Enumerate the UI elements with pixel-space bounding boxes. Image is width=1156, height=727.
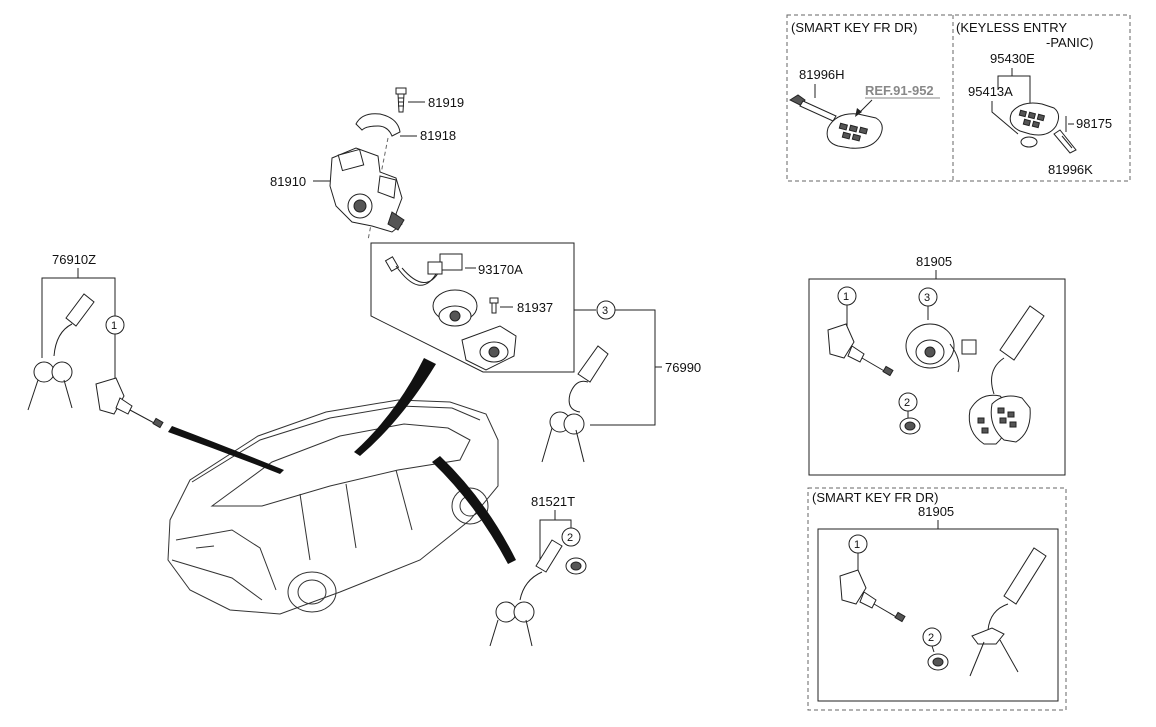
mechanical-key-smart-icon	[969, 547, 1047, 677]
keyless-entry-title-1: (KEYLESS ENTRY	[956, 20, 1067, 35]
marker-2-door-text: 2	[567, 532, 573, 544]
marker-2-set-text: 2	[904, 397, 910, 409]
screw-icon	[489, 297, 499, 314]
marker-3-set-text: 3	[924, 292, 930, 304]
callout-93170a: 93170A	[478, 262, 523, 277]
marker-1-left-text: 1	[111, 320, 117, 332]
callout-81937: 81937	[517, 300, 553, 315]
key-set-76990-icon	[541, 345, 609, 463]
door-key-group: 81521T 2	[489, 494, 587, 647]
pointer-arrow-door	[432, 456, 516, 564]
key-assy-left: 76910Z 1	[27, 252, 164, 429]
bracket-76910z	[41, 277, 116, 358]
callout-95430e: 95430E	[990, 51, 1035, 66]
lock-set-smart-dashed-frame	[807, 487, 1067, 711]
emergency-key-h-icon	[788, 94, 837, 122]
key-set-left-icon	[27, 293, 95, 411]
smart-fob-icon	[826, 113, 883, 149]
immobilizer-frame	[370, 242, 575, 373]
keyless-entry-title-2: -PANIC)	[1046, 35, 1093, 50]
pointer-arrow-ignition	[354, 358, 436, 456]
leader-95413a	[991, 101, 1019, 135]
callout-81905-top: 81905	[916, 254, 952, 269]
callout-95413a: 95413A	[968, 84, 1013, 99]
marker-2-door-icon	[561, 527, 581, 547]
pointer-arrow-trunk	[168, 426, 284, 474]
door-cylinder-set-icon	[827, 323, 894, 377]
marker-1-set-text: 1	[843, 291, 849, 303]
lock-set-smart-dashed: (SMART KEY FR DR) 81905 1 2	[807, 487, 1067, 711]
door-lock-cylinder-left-icon	[95, 377, 164, 429]
immobilizer-box: 93170A 81937 3 76990	[370, 242, 701, 426]
steering-lock-body-icon	[329, 147, 405, 233]
lock-set-smart-inner-frame	[817, 528, 1059, 702]
door-cylinder-smart-icon	[839, 569, 906, 623]
ref-arrowhead	[855, 108, 862, 117]
keyless-fob-icon	[1009, 102, 1060, 136]
ref-91-952: REF.91-952	[865, 83, 934, 98]
leader-95430e-a	[997, 68, 1013, 90]
smart-key-frame-outline	[786, 14, 1131, 182]
callout-81918: 81918	[420, 128, 456, 143]
lock-set-solid-frame	[808, 278, 1066, 476]
grommet-icon	[565, 557, 587, 575]
smart-key-top-frame: (SMART KEY FR DR) (KEYLESS ENTRY -PANIC)…	[786, 14, 1131, 182]
immobilizer-coil-icon	[432, 289, 478, 327]
coin-battery-icon	[1020, 136, 1038, 148]
bracket-81521t	[539, 519, 572, 560]
callout-81996h: 81996H	[799, 67, 845, 82]
callout-81905-bottom: 81905	[918, 504, 954, 519]
marker-3-text: 3	[602, 305, 608, 317]
ignition-cylinder-set-icon	[905, 323, 977, 373]
smart-key-fr-dr-title: (SMART KEY FR DR)	[791, 20, 917, 35]
smart-key-set-icon	[968, 305, 1045, 445]
steering-lock-group: 81919 81918 81910	[270, 87, 464, 241]
grommet-smart-icon	[927, 653, 949, 671]
marker-1-smart-text: 1	[854, 539, 860, 551]
smart-key-fr-dr-bottom-title: (SMART KEY FR DR)	[812, 490, 938, 505]
leader-95430e-b	[1012, 75, 1031, 104]
key-set-81521t-icon	[489, 539, 563, 647]
leader-marker-2-smart	[931, 645, 935, 653]
lock-set-solid: 81905 1 3 2	[808, 254, 1066, 476]
emergency-key-k-icon	[1053, 129, 1077, 154]
callout-81910: 81910	[270, 174, 306, 189]
callout-76910z: 76910Z	[52, 252, 96, 267]
callout-76990: 76990	[665, 360, 701, 375]
callout-81521t: 81521T	[531, 494, 575, 509]
key-cylinder-cap-icon	[461, 325, 517, 371]
callout-81919: 81919	[428, 95, 464, 110]
callout-98175: 98175	[1076, 116, 1112, 131]
sedan-illustration	[167, 399, 499, 615]
grommet-set-icon	[899, 417, 921, 435]
antenna-connector-icon	[384, 253, 463, 286]
marker-2-smart-text: 2	[928, 632, 934, 644]
bolt-icon	[395, 87, 407, 113]
bracket-icon	[355, 113, 401, 137]
callout-81996k: 81996K	[1048, 162, 1093, 177]
